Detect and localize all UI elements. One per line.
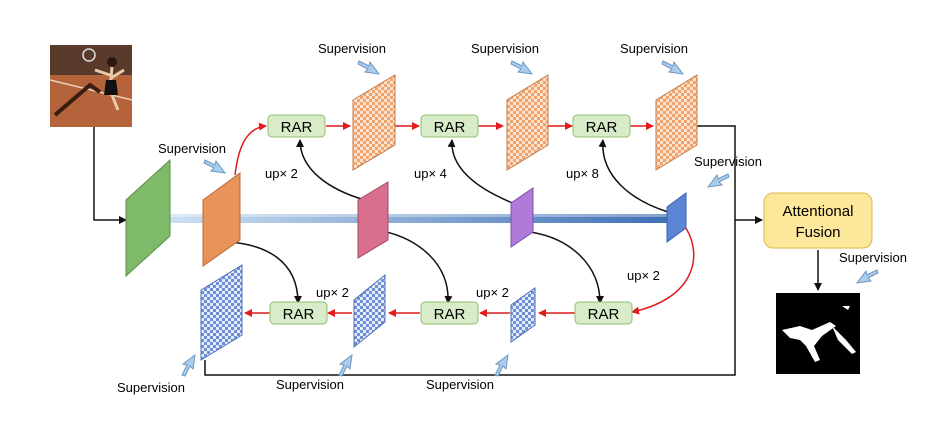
upsample-label: up× 8 (566, 166, 599, 181)
upsample-label: up× 2 (627, 268, 660, 283)
supervision-label: Supervision (471, 41, 539, 56)
encoder-block-green (125, 158, 171, 278)
rar-block-top-1: RAR (267, 114, 326, 138)
encoder-block-orange (202, 172, 241, 267)
supervision-label: Supervision (620, 41, 688, 56)
supervision-arrow-icon (707, 173, 730, 188)
supervision-arrow-icon (338, 354, 353, 377)
supervision-arrow-icon (661, 60, 684, 75)
supervision-arrow-icon (203, 159, 226, 174)
top-feature-map-1 (352, 74, 396, 171)
supervision-label: Supervision (839, 250, 907, 265)
top-feature-map-3 (655, 74, 698, 171)
rar-label: RAR (434, 306, 466, 323)
supervision-label: Supervision (276, 377, 344, 392)
supervision-label: Supervision (318, 41, 386, 56)
supervision-arrow-icon (856, 269, 879, 284)
fusion-label-line1: Attentional (783, 203, 854, 220)
fusion-label-line2: Fusion (795, 224, 840, 241)
rar-label: RAR (434, 119, 466, 136)
supervision-label: Supervision (426, 377, 494, 392)
encoder-block-pink (357, 181, 389, 259)
black-connectors (93, 125, 822, 376)
attentional-fusion-block: Attentional Fusion (763, 192, 873, 249)
backbone-bar (160, 214, 672, 223)
upsample-label: up× 2 (316, 285, 349, 300)
rar-block-top-3: RAR (572, 114, 631, 138)
bottom-feature-map-2 (353, 273, 386, 349)
encoder-block-blue (666, 192, 687, 243)
red-arrows (234, 122, 695, 317)
rar-label: RAR (586, 119, 618, 136)
encoder-block-purple (510, 187, 534, 248)
rar-block-top-2: RAR (420, 114, 479, 138)
input-image (49, 45, 133, 127)
supervision-arrow-icon (510, 60, 533, 75)
bottom-feature-map-1 (200, 264, 243, 361)
upsample-label: up× 2 (265, 166, 298, 181)
supervision-label: Supervision (158, 141, 226, 156)
bottom-feature-map-3 (510, 287, 536, 343)
supervision-arrow-icon (181, 354, 196, 377)
supervision-label: Supervision (117, 380, 185, 395)
top-feature-map-2 (506, 74, 549, 171)
supervision-label: Supervision (694, 154, 762, 169)
rar-block-bottom-1: RAR (269, 301, 328, 325)
upsample-label: up× 2 (476, 285, 509, 300)
supervision-arrow-icon (357, 60, 380, 75)
rar-block-bottom-2: RAR (420, 301, 479, 325)
supervision-arrow-icon (494, 354, 509, 377)
output-mask-image (776, 293, 860, 374)
rar-label: RAR (283, 306, 315, 323)
upsample-label: up× 4 (414, 166, 447, 181)
rar-label: RAR (281, 119, 313, 136)
rar-block-bottom-3: RAR (574, 301, 633, 325)
rar-label: RAR (588, 306, 620, 323)
